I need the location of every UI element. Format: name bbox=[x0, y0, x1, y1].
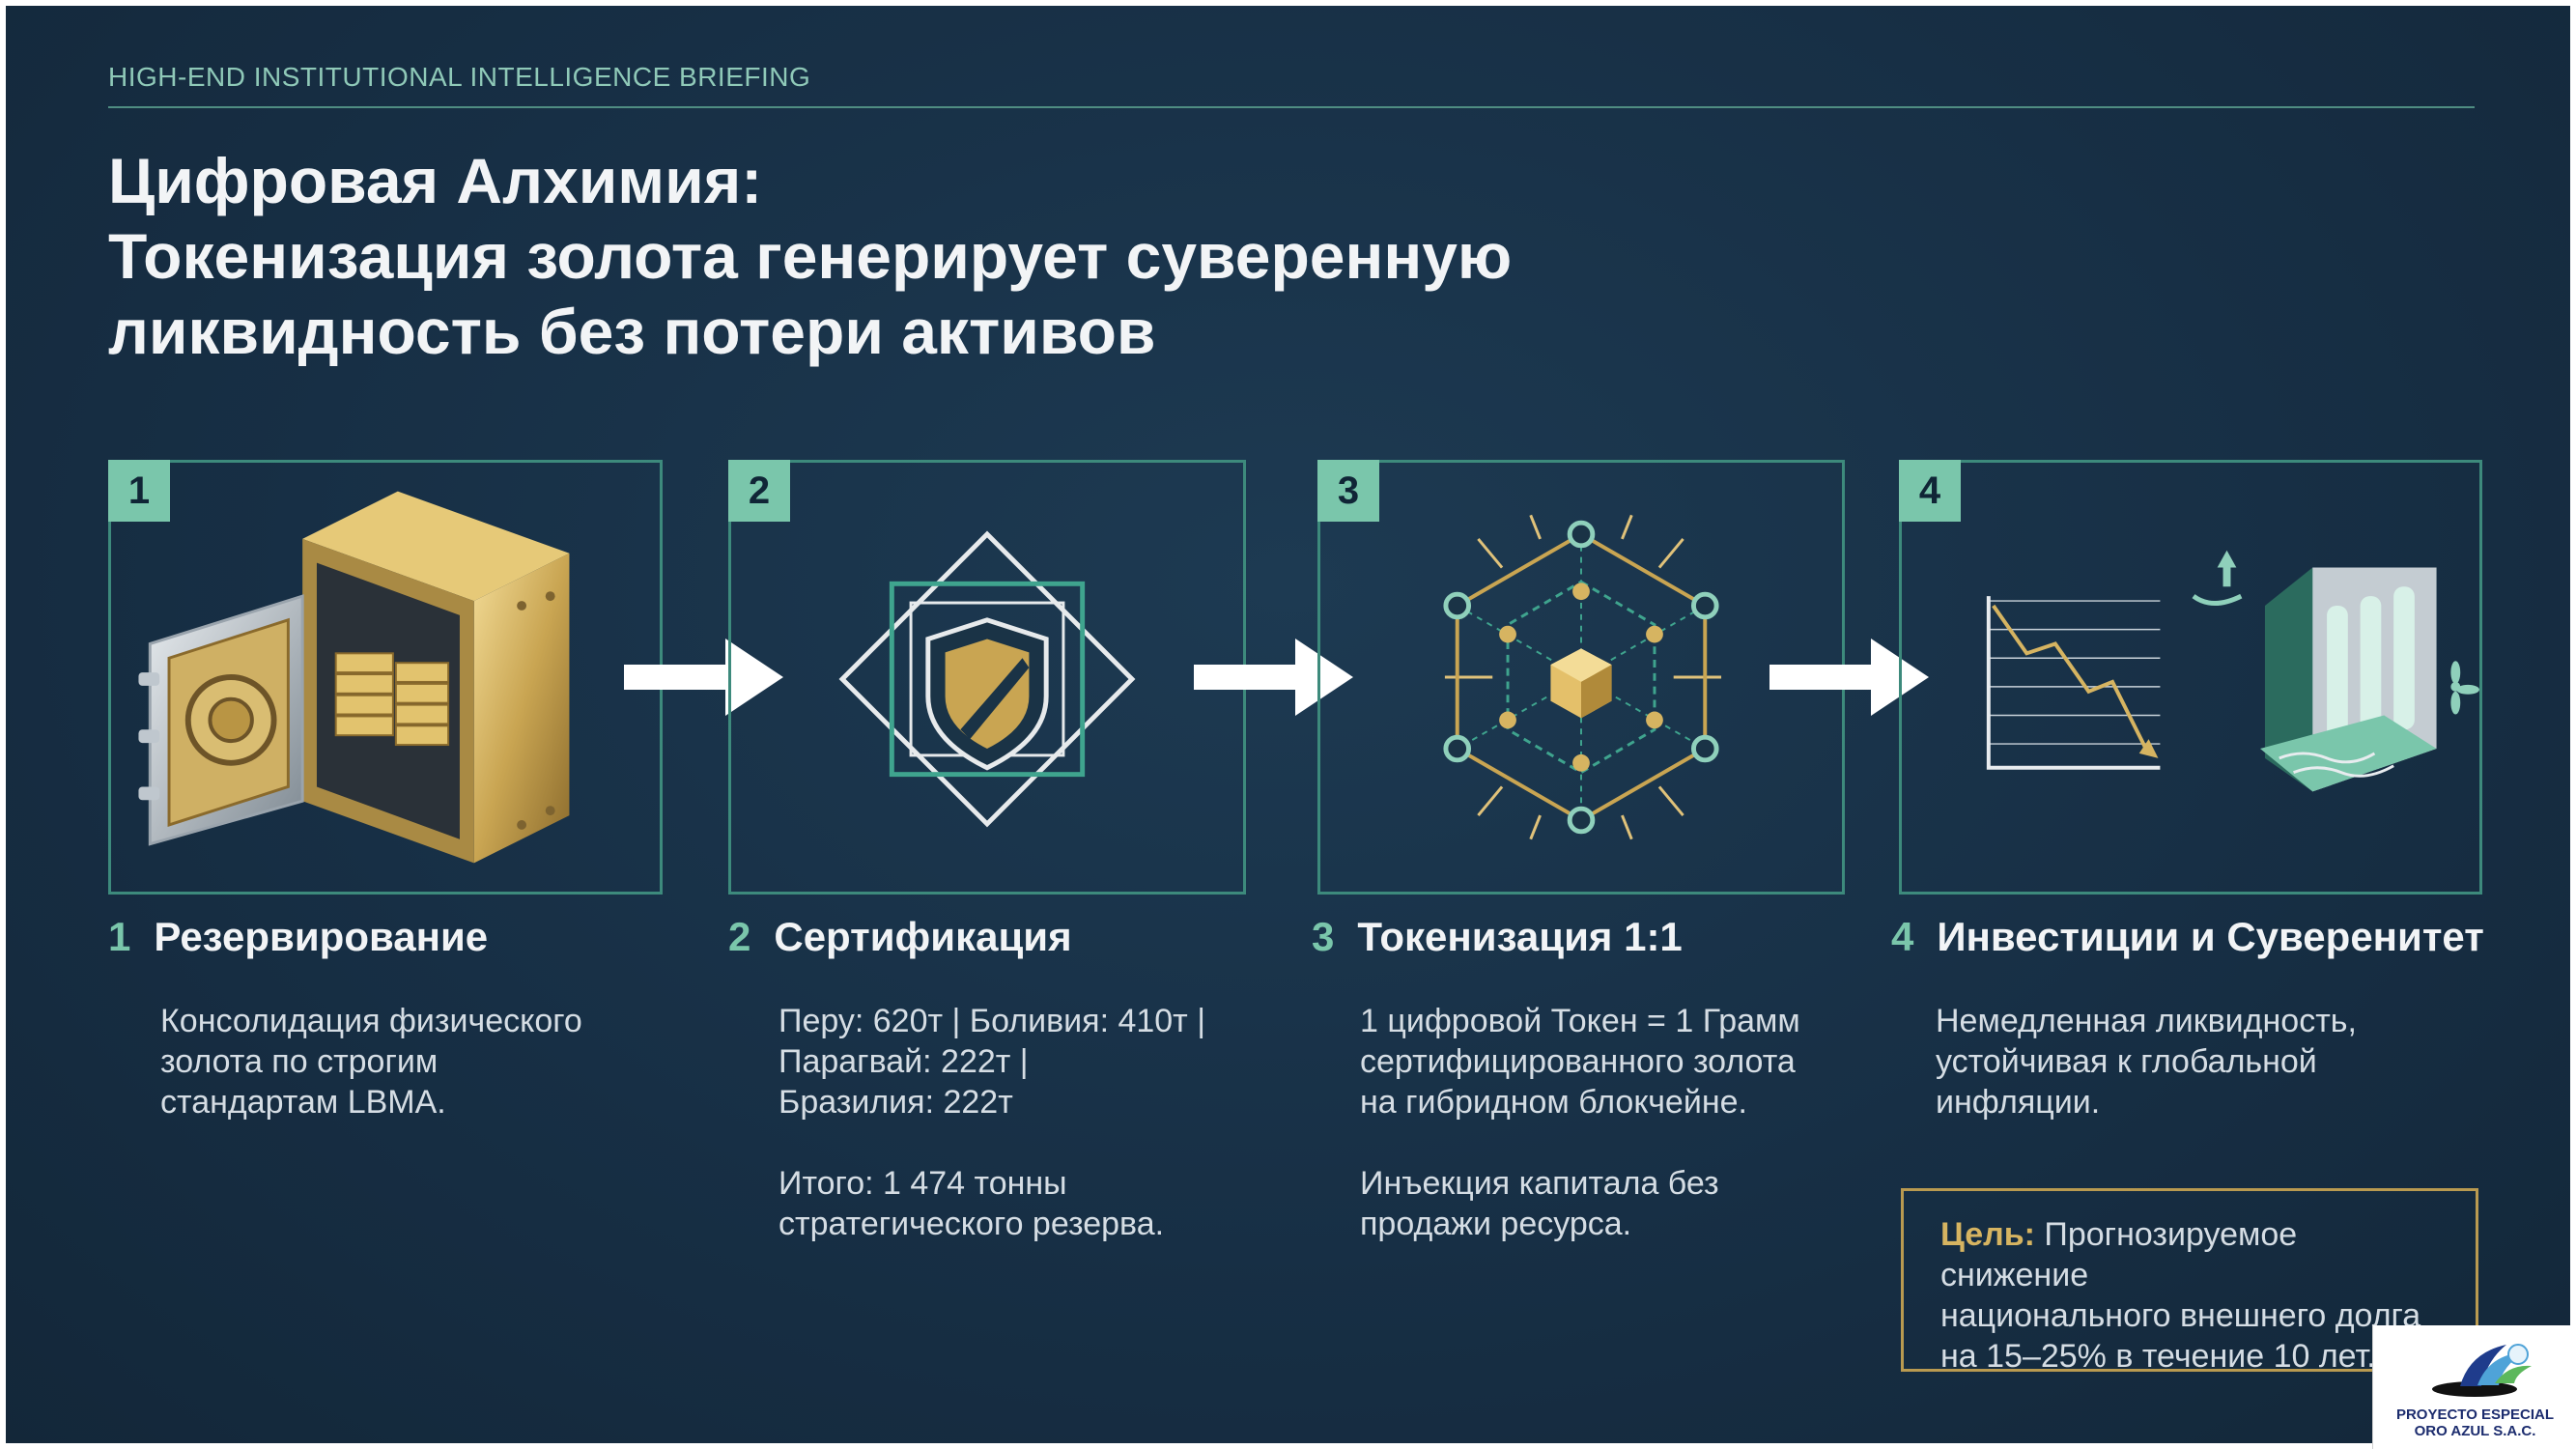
gold-vault-icon bbox=[138, 491, 570, 864]
body-line: золота по строгим bbox=[160, 1043, 439, 1080]
step-2-badge: 2 bbox=[728, 460, 790, 522]
body-line: стратегического резерва. bbox=[778, 1206, 1165, 1242]
logo-line-1: PROYECTO ESPECIAL bbox=[2395, 1406, 2555, 1423]
step-1-paragraph: Консолидация физического золота по строг… bbox=[160, 1001, 663, 1122]
shield-certification-icon bbox=[838, 530, 1136, 828]
step-3-body: 1 цифровой Токен = 1 Грамм сертифицирова… bbox=[1360, 1001, 1882, 1285]
step-1-body: Консолидация физического золота по строг… bbox=[160, 1001, 663, 1163]
oro-azul-logo-icon bbox=[2432, 1344, 2532, 1397]
body-line: продажи ресурса. bbox=[1360, 1206, 1632, 1242]
goal-label: Цель: bbox=[1940, 1216, 2035, 1253]
title-line-1: Цифровая Алхимия: bbox=[108, 145, 763, 216]
logo-text: PROYECTO ESPECIAL ORO AZUL S.A.C. bbox=[2373, 1406, 2576, 1439]
body-line: Бразилия: 222т bbox=[778, 1084, 1013, 1121]
step-1-title-text: Резервирование bbox=[154, 914, 489, 959]
goal-line-1: Цель: Прогнозируемое снижение bbox=[1940, 1214, 2447, 1295]
step-2-panel: 2 bbox=[728, 460, 1246, 895]
logo-line-2: ORO AZUL S.A.C. bbox=[2414, 1423, 2536, 1439]
step-3-paragraph: Инъекция капитала без продажи ресурса. bbox=[1360, 1163, 1882, 1244]
step-4-badge: 4 bbox=[1899, 460, 1961, 522]
step-4-number: 4 bbox=[1891, 914, 1914, 959]
step-3-title: 3 Токенизация 1:1 bbox=[1312, 914, 1683, 960]
title-line-2: Токенизация золота генерирует суверенную bbox=[108, 220, 1513, 292]
step-2-number: 2 bbox=[728, 914, 751, 959]
step-4-panel: 4 bbox=[1899, 460, 2482, 895]
step-4-title-text: Инвестиции и Суверенитет bbox=[1937, 914, 2484, 959]
body-line: Перу: 620т | Боливия: 410т | bbox=[778, 1003, 1206, 1039]
step-2-title-text: Сертификация bbox=[774, 914, 1072, 959]
body-line: Немедленная ликвидность, bbox=[1936, 1003, 2357, 1039]
body-line: стандартам LBMA. bbox=[160, 1084, 446, 1121]
step-3-title-text: Токенизация 1:1 bbox=[1357, 914, 1683, 959]
blockchain-network-icon bbox=[1443, 514, 1722, 840]
body-line: 1 цифровой Токен = 1 Грамм bbox=[1360, 1003, 1800, 1039]
investment-dam-icon bbox=[1986, 550, 2479, 792]
step-3-panel: 3 bbox=[1317, 460, 1845, 895]
body-line: Инъекция капитала без bbox=[1360, 1165, 1719, 1202]
goal-callout: Цель: Прогнозируемое снижение национальн… bbox=[1901, 1188, 2478, 1375]
title-line-3: ликвидность без потери активов bbox=[108, 296, 1156, 367]
step-4-paragraph: Немедленная ликвидность, устойчивая к гл… bbox=[1936, 1001, 2477, 1122]
top-divider bbox=[108, 106, 2475, 108]
step-3-number: 3 bbox=[1312, 914, 1335, 959]
step-1-panel: 1 bbox=[108, 460, 663, 895]
goal-text: Прогнозируемое снижение bbox=[1940, 1216, 2298, 1293]
body-line: Итого: 1 474 тонны bbox=[778, 1165, 1067, 1202]
goal-line-2: национального внешнего долга bbox=[1940, 1297, 2421, 1334]
body-line: Парагвай: 222т | bbox=[778, 1043, 1029, 1080]
body-line: сертифицированного золота bbox=[1360, 1043, 1796, 1080]
body-line: Консолидация физического bbox=[160, 1003, 582, 1039]
page-title: Цифровая Алхимия: Токенизация золота ген… bbox=[108, 143, 1847, 369]
kicker-label: HIGH-END INSTITUTIONAL INTELLIGENCE BRIE… bbox=[108, 62, 811, 92]
company-logo: PROYECTO ESPECIAL ORO AZUL S.A.C. bbox=[2372, 1325, 2576, 1449]
step-3-paragraph: 1 цифровой Токен = 1 Грамм сертифицирова… bbox=[1360, 1001, 1882, 1122]
arrow-right-icon bbox=[624, 639, 783, 716]
step-4-body: Немедленная ликвидность, устойчивая к гл… bbox=[1936, 1001, 2477, 1163]
arrow-right-icon bbox=[1194, 639, 1353, 716]
body-line: на гибридном блокчейне. bbox=[1360, 1084, 1747, 1121]
step-3-badge: 3 bbox=[1317, 460, 1379, 522]
body-line: устойчивая к глобальной bbox=[1936, 1043, 2317, 1080]
step-2-title: 2 Сертификация bbox=[728, 914, 1072, 960]
step-4-title: 4 Инвестиции и Суверенитет bbox=[1891, 914, 2484, 960]
slide: HIGH-END INSTITUTIONAL INTELLIGENCE BRIE… bbox=[6, 6, 2570, 1443]
step-2-paragraph: Итого: 1 474 тонны стратегического резер… bbox=[778, 1163, 1300, 1244]
body-line: инфляции. bbox=[1936, 1084, 2101, 1121]
step-2-paragraph: Перу: 620т | Боливия: 410т | Парагвай: 2… bbox=[778, 1001, 1300, 1122]
step-1-badge: 1 bbox=[108, 460, 170, 522]
step-2-body: Перу: 620т | Боливия: 410т | Парагвай: 2… bbox=[778, 1001, 1300, 1285]
step-1-number: 1 bbox=[108, 914, 131, 959]
arrow-right-icon bbox=[1769, 639, 1929, 716]
goal-line-3: на 15–25% в течение 10 лет. bbox=[1940, 1338, 2376, 1375]
step-1-title: 1 Резервирование bbox=[108, 914, 488, 960]
